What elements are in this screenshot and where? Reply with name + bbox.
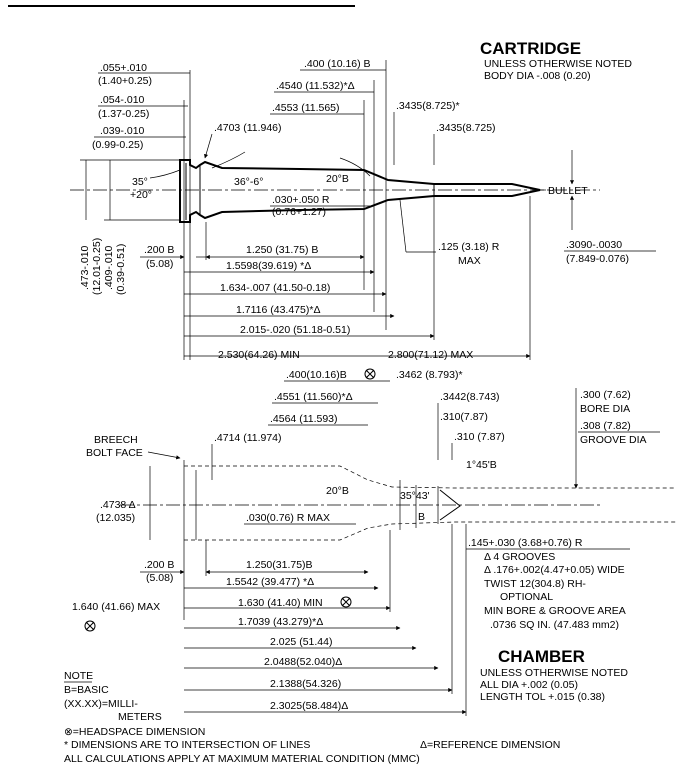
cartridge-title: CARTRIDGE (480, 39, 581, 58)
ch-len-20488-label: 2.0488(52.040)Δ (264, 656, 342, 668)
dia-309-label: .3090-.0030 (566, 239, 622, 251)
ch-angle-3543-label: 35°43' (400, 490, 430, 502)
angle-35-label: 35° (132, 176, 148, 188)
radius-125-max: MAX (458, 255, 481, 267)
cartridge-note-2: BODY DIA -.008 (0.20) (484, 70, 591, 82)
ch-dia-400-label: .400(10.16)B (286, 369, 347, 381)
note-intersection: * DIMENSIONS ARE TO INTERSECTION OF LINE… (64, 739, 310, 751)
dia-4703-label: .4703 (11.946) (214, 122, 282, 134)
ch-r145-label: .145+.030 (3.68+0.76) R (468, 537, 583, 549)
ch-len-17039-label: 1.7039 (43.279)*Δ (238, 616, 323, 628)
ch-dia-4738-label: .4738 Δ (100, 499, 136, 511)
len-17116-label: 1.7116 (43.475)*Δ (236, 304, 320, 316)
bore-dia-label: BORE DIA (580, 403, 630, 415)
len-200-label: .200 B (144, 244, 174, 256)
ch-len-1250-label: 1.250(31.75)B (246, 559, 313, 571)
ch-dia-310b-label: .310 (7.87) (454, 431, 505, 443)
chamber-note-1: UNLESS OTHERWISE NOTED (480, 667, 628, 679)
breech-label: BREECH (94, 434, 138, 446)
ch-dia-4738-mm: (12.035) (96, 512, 135, 524)
ch-len-21388-label: 2.1388(54.326) (270, 678, 341, 690)
grooves-line-2: Δ .176+.002(4.47+0.05) WIDE (484, 564, 625, 576)
dia-3435a-label: .3435(8.725)* (396, 100, 460, 112)
ch-len-23025-label: 2.3025(58.484)Δ (270, 700, 348, 712)
ch-b-label: B (418, 511, 425, 523)
chamber-title: CHAMBER (498, 647, 585, 666)
len-200-mm: (5.08) (146, 258, 173, 270)
rim-2-mm: (1.37-0.25) (98, 108, 149, 120)
rim-3-mm: (0.99-0.25) (92, 139, 143, 151)
vert-473-mm: (12.01-0.25) (91, 238, 103, 295)
rim-3-label: .039-.010 (100, 125, 145, 137)
rim-thickness-mm: (1.40+0.25) (98, 75, 152, 87)
ch-angle-145-label: 1°45'B (466, 459, 497, 471)
cartridge-outline (179, 159, 541, 223)
ch-dia-3442-label: .3442(8.743) (440, 391, 500, 403)
groove-dia-label: GROOVE DIA (580, 434, 647, 446)
ch-dia-4551-label: .4551 (11.560)*Δ (274, 391, 353, 403)
note-headspace: ⊗=HEADSPACE DIMENSION (64, 726, 205, 738)
grooves-line-4: OPTIONAL (500, 591, 553, 603)
ch-len-200-label: .200 B (144, 559, 174, 571)
bullet-label: BULLET (548, 185, 588, 197)
vert-409-label: .409-.010 (103, 245, 115, 290)
note-heading: NOTE (64, 670, 93, 682)
ch-len-2025-label: 2.025 (51.44) (270, 636, 332, 648)
ch-len-1630-label: 1.630 (41.40) MIN (238, 597, 323, 609)
bolt-face-label: BOLT FACE (86, 447, 143, 459)
ch-len-200-mm: (5.08) (146, 572, 173, 584)
vert-409-mm: (0.39-0.51) (115, 244, 127, 295)
ch-r030-label: .030(0.76) R MAX (246, 512, 330, 524)
rim-2-label: .054-.010 (100, 94, 145, 106)
ch-dia-4564-label: .4564 (11.593) (270, 413, 338, 425)
ch-dia-4714-label: .4714 (11.974) (214, 432, 282, 444)
angle-36-label: 36°-6° (234, 176, 263, 188)
angle-20b-label: 20°B (326, 173, 349, 185)
dia-309-mm: (7.849-0.076) (566, 253, 629, 265)
dia-3435b-label: .3435(8.725) (436, 122, 496, 134)
note-mm-1: (XX.XX)=MILLI- (64, 698, 138, 710)
radius-125-label: .125 (3.18) R (438, 241, 500, 253)
chamber-note-3: LENGTH TOL +.015 (0.38) (480, 691, 605, 703)
vert-473-label: .473-.010 (79, 245, 91, 290)
bore-dia-value: .300 (7.62) (580, 389, 631, 401)
grooves-line-1: Δ 4 GROOVES (484, 551, 555, 563)
grooves-line-5: MIN BORE & GROOVE AREA (484, 605, 626, 617)
note-mm-2: METERS (118, 711, 162, 723)
ch-angle-20-label: 20°B (326, 485, 349, 497)
note-basic: B=BASIC (64, 684, 109, 696)
dia-400-label: .400 (10.16) B (304, 58, 371, 70)
chamber-outline (183, 460, 676, 620)
dia-4553-label: .4553 (11.565) (272, 102, 340, 114)
len-2800-label: 2.800(71.12) MAX (388, 349, 473, 361)
len-1634-label: 1.634-.007 (41.50-0.18) (220, 282, 330, 294)
ch-len-15542-label: 1.5542 (39.477) *Δ (226, 576, 314, 588)
ch-len-1640-label: 1.640 (41.66) MAX (72, 601, 160, 613)
cartridge-note-1: UNLESS OTHERWISE NOTED (484, 58, 632, 70)
grooves-line-3: TWIST 12(304.8) RH- (484, 578, 586, 590)
grooves-line-6: .0736 SQ IN. (47.483 mm2) (490, 619, 619, 631)
len-2015-label: 2.015-.020 (51.18-0.51) (240, 324, 350, 336)
chamber-note-2: ALL DIA +.002 (0.05) (480, 679, 578, 691)
angle-20-label: +20° (130, 189, 152, 201)
note-reference: Δ=REFERENCE DIMENSION (420, 739, 560, 751)
groove-dia-value: .308 (7.82) (580, 420, 631, 432)
note-mmc: ALL CALCULATIONS APPLY AT MAXIMUM MATERI… (64, 753, 420, 765)
ch-dia-310a-label: .310(7.87) (440, 411, 488, 423)
len-15598-label: 1.5598(39.619) *Δ (226, 260, 311, 272)
radius-030-mm: (0.76+1.27) (272, 206, 326, 218)
ch-dia-3462-label: .3462 (8.793)* (396, 369, 463, 381)
dia-4540-label: .4540 (11.532)*Δ (276, 80, 355, 92)
radius-030-label: .030+.050 R (272, 194, 330, 206)
rim-thickness-label: .055+.010 (100, 62, 147, 74)
len-1250-label: 1.250 (31.75) B (246, 244, 318, 256)
len-2530-label: 2.530(64.26) MIN (218, 349, 300, 361)
